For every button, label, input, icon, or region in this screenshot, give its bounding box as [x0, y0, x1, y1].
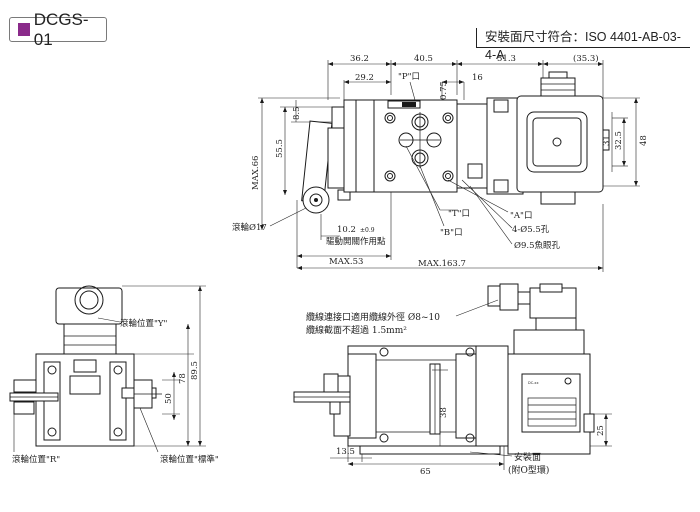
roller-y-label: 滾輪位置"Y": [120, 318, 168, 329]
dim-50: 50: [164, 393, 174, 404]
dim-102-tol: ±0.9: [360, 227, 375, 234]
front-view: DC-xx 13.5 65: [293, 283, 612, 477]
model-color-swatch: [18, 23, 30, 36]
dim-78: 78: [178, 373, 188, 384]
dim-513: 51.3: [497, 54, 516, 64]
dim-895: 89.5: [190, 361, 200, 380]
dim-362: 36.2: [350, 54, 369, 64]
roller-std-label: 滾輪位置"標準": [160, 454, 219, 465]
dim-38: 38: [439, 407, 449, 418]
dim-25: 25: [596, 425, 606, 436]
model-title-box: DCGS-01: [9, 10, 107, 49]
port-t-label: "T"口: [448, 209, 470, 219]
dim-405: 40.5: [414, 54, 433, 64]
dim-max53: MAX.53: [329, 257, 363, 267]
cable-note-2: 纜線截面不超過 1.5mm²: [306, 324, 407, 336]
svg-text:DC-xx: DC-xx: [528, 381, 539, 385]
oring-label: (附O型環): [508, 464, 549, 476]
top-view: 36.2 40.5 51.3 (35.3) 29.2 16 "P"口 0.75 …: [232, 53, 649, 272]
dim-292: 29.2: [355, 73, 374, 83]
cable-note-1: 纜線連接口適用纜線外徑 Ø8~10: [306, 311, 440, 323]
dim-102: 10.2: [337, 225, 356, 235]
dim-075: 0.75: [439, 81, 449, 100]
dim-555: 55.5: [275, 139, 285, 158]
roller-dia-label: 滾輪Ø17: [232, 222, 267, 233]
dim-max1637: MAX.163.7: [418, 259, 466, 269]
dim-85: 8.5: [292, 106, 302, 120]
model-title: DCGS-01: [33, 9, 89, 49]
dim-325: 32.5: [614, 131, 624, 150]
dim-353: (35.3): [573, 53, 599, 64]
holes-label: 4-Ø5.5孔: [512, 224, 550, 235]
dim-16: 16: [472, 73, 483, 83]
side-view: 89.5 78 50 滾輪位置"Y" 滾輪位置"R" 滾輪位置"標準": [9, 285, 219, 465]
dim-65: 65: [420, 467, 431, 477]
actuation-point-label: 驅動開關作用點: [326, 236, 386, 247]
port-a-label: "A"口: [510, 211, 532, 221]
dim-48: 48: [639, 135, 649, 146]
mount-face-label: 安裝面: [514, 451, 541, 463]
dim-31: 31: [602, 135, 612, 146]
dim-135: 13.5: [336, 447, 355, 457]
port-b-label: "B"口: [440, 228, 463, 238]
port-p-label: "P"口: [398, 72, 420, 82]
counterbore-label: Ø9.5魚眼孔: [514, 240, 560, 251]
dim-max66: MAX.66: [251, 156, 261, 190]
iso-note: 安裝面尺寸符合：ISO 4401-AB-03-4-A: [476, 28, 690, 62]
roller-r-label: 滾輪位置"R": [12, 454, 60, 465]
